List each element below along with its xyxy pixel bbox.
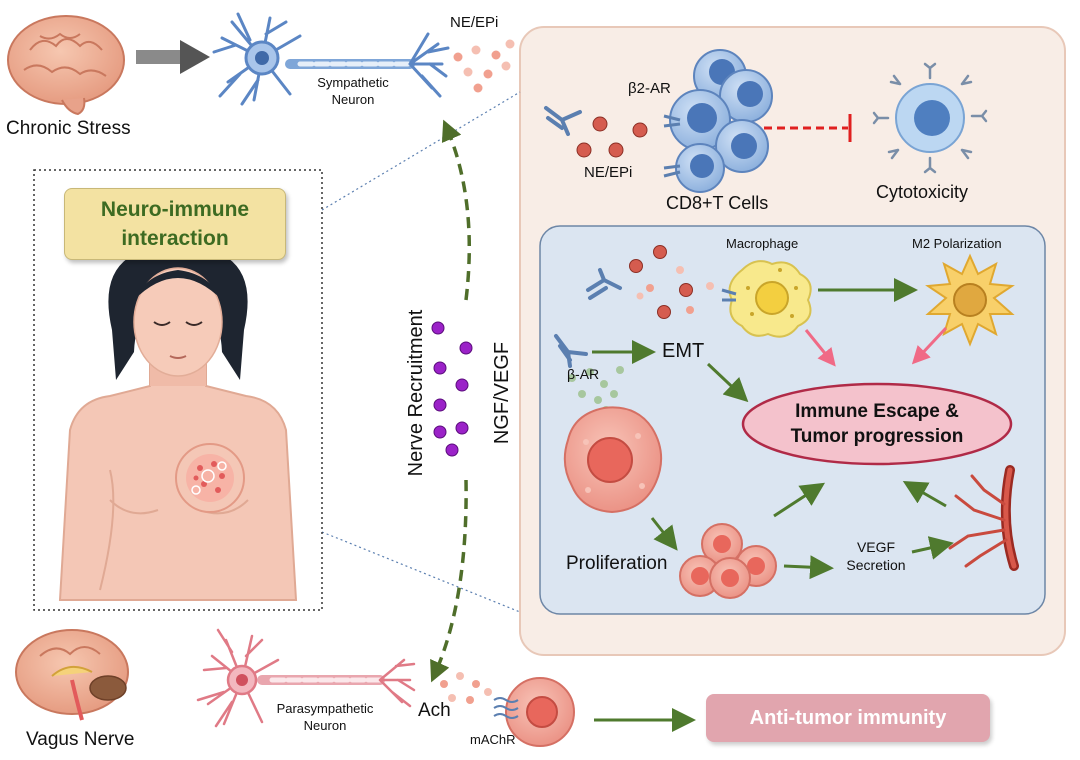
- blood-vessel-icon: [948, 465, 1019, 571]
- ach-molecules: [440, 672, 492, 704]
- m2-macrophage-icon: [925, 253, 1015, 347]
- nerve-recruitment-arrow-down: [430, 479, 468, 683]
- label-proliferation: Proliferation: [566, 553, 668, 574]
- immune-escape-ellipse: [741, 382, 1013, 466]
- label-chronic-stress: Chronic Stress: [6, 118, 131, 139]
- zoom-guide-bottom: [321, 531, 521, 613]
- label-ach: Ach: [418, 700, 451, 721]
- label-beta-ar: β-AR: [567, 366, 600, 382]
- neuro-immune-label: Neuro-immune interaction: [100, 198, 250, 250]
- tumor-cell-icon: [563, 406, 663, 514]
- ne-epi-molecules-top: [453, 39, 515, 93]
- arrow-vessel-to-escape: [902, 480, 947, 508]
- cytotoxic-cell-icon: [872, 62, 988, 174]
- label-sympathetic-neuron: Sympathetic Neuron: [317, 75, 389, 107]
- label-vagus-nerve: Vagus Nerve: [26, 729, 135, 750]
- label-parasympathetic-neuron: Parasympathetic Neuron: [276, 701, 374, 733]
- label-ngf-vegf: NGF/VEGF: [491, 341, 513, 445]
- pink-arrow-macrophage: [804, 329, 836, 367]
- woman-frame: [33, 169, 323, 611]
- ne-epi-molecules-macrophage: [629, 245, 714, 319]
- sympathetic-neuron-icon: [212, 12, 450, 106]
- neuro-immune-title: Neuro-immune interaction: [64, 188, 286, 260]
- label-ne-epi-panel: NE/EPi: [584, 164, 633, 181]
- brain-vagus-icon: [15, 629, 129, 721]
- cd8-t-cells-icon: [663, 49, 773, 193]
- label-vegf-secretion: VEGF Secretion: [846, 539, 906, 573]
- arrow-to-vegf: [783, 555, 834, 580]
- nerve-recruitment-arrow-up: [441, 119, 472, 301]
- machr-tumor-cell-icon: [493, 677, 575, 747]
- tumor-cluster-icon: [679, 523, 777, 599]
- anti-tumor-immunity-box: Anti-tumor immunity: [706, 694, 990, 742]
- beta-ar-receptor-icon: [554, 334, 588, 368]
- immune-escape-box: Immune Escape & Tumor progression: [742, 383, 1012, 465]
- macrophage-icon: [721, 260, 812, 338]
- ngf-vegf-molecules: [431, 321, 473, 457]
- label-cytotoxicity: Cytotoxicity: [876, 182, 969, 202]
- label-macrophage: Macrophage: [726, 236, 799, 251]
- arrow-to-proliferation: [650, 517, 678, 551]
- label-nerve-recruitment: Nerve Recruitment: [405, 309, 427, 477]
- pink-arrow-m2: [911, 326, 948, 365]
- immune-escape-label: Immune Escape & Tumor progression: [790, 401, 964, 447]
- arrow-emt-to-escape: [706, 362, 749, 403]
- stress-arrow: [136, 40, 210, 74]
- arrow-cluster-to-escape: [773, 482, 826, 518]
- anti-tumor-immunity-label: Anti-tumor immunity: [749, 706, 947, 729]
- antibody-receptor-icon: [544, 106, 582, 136]
- label-m2-polarization: M2 Polarization: [912, 236, 1002, 251]
- label-beta2-ar: β2-AR: [628, 80, 671, 97]
- zoom-guide-top: [321, 91, 521, 211]
- label-emt: EMT: [662, 340, 705, 362]
- label-cd8-t-cells: CD8+T Cells: [666, 193, 769, 213]
- label-ne-epi-top: NE/EPi: [450, 14, 499, 31]
- parasympathetic-neuron-icon: [196, 628, 416, 728]
- antibody-receptor-icon-2: [586, 268, 622, 300]
- brain-stress-icon: [7, 15, 125, 116]
- ne-epi-molecules-panel: [576, 116, 648, 158]
- label-machr: mAChR: [470, 732, 516, 747]
- arrow-vegf-to-vessel: [911, 536, 954, 560]
- woman-figure: [58, 242, 298, 601]
